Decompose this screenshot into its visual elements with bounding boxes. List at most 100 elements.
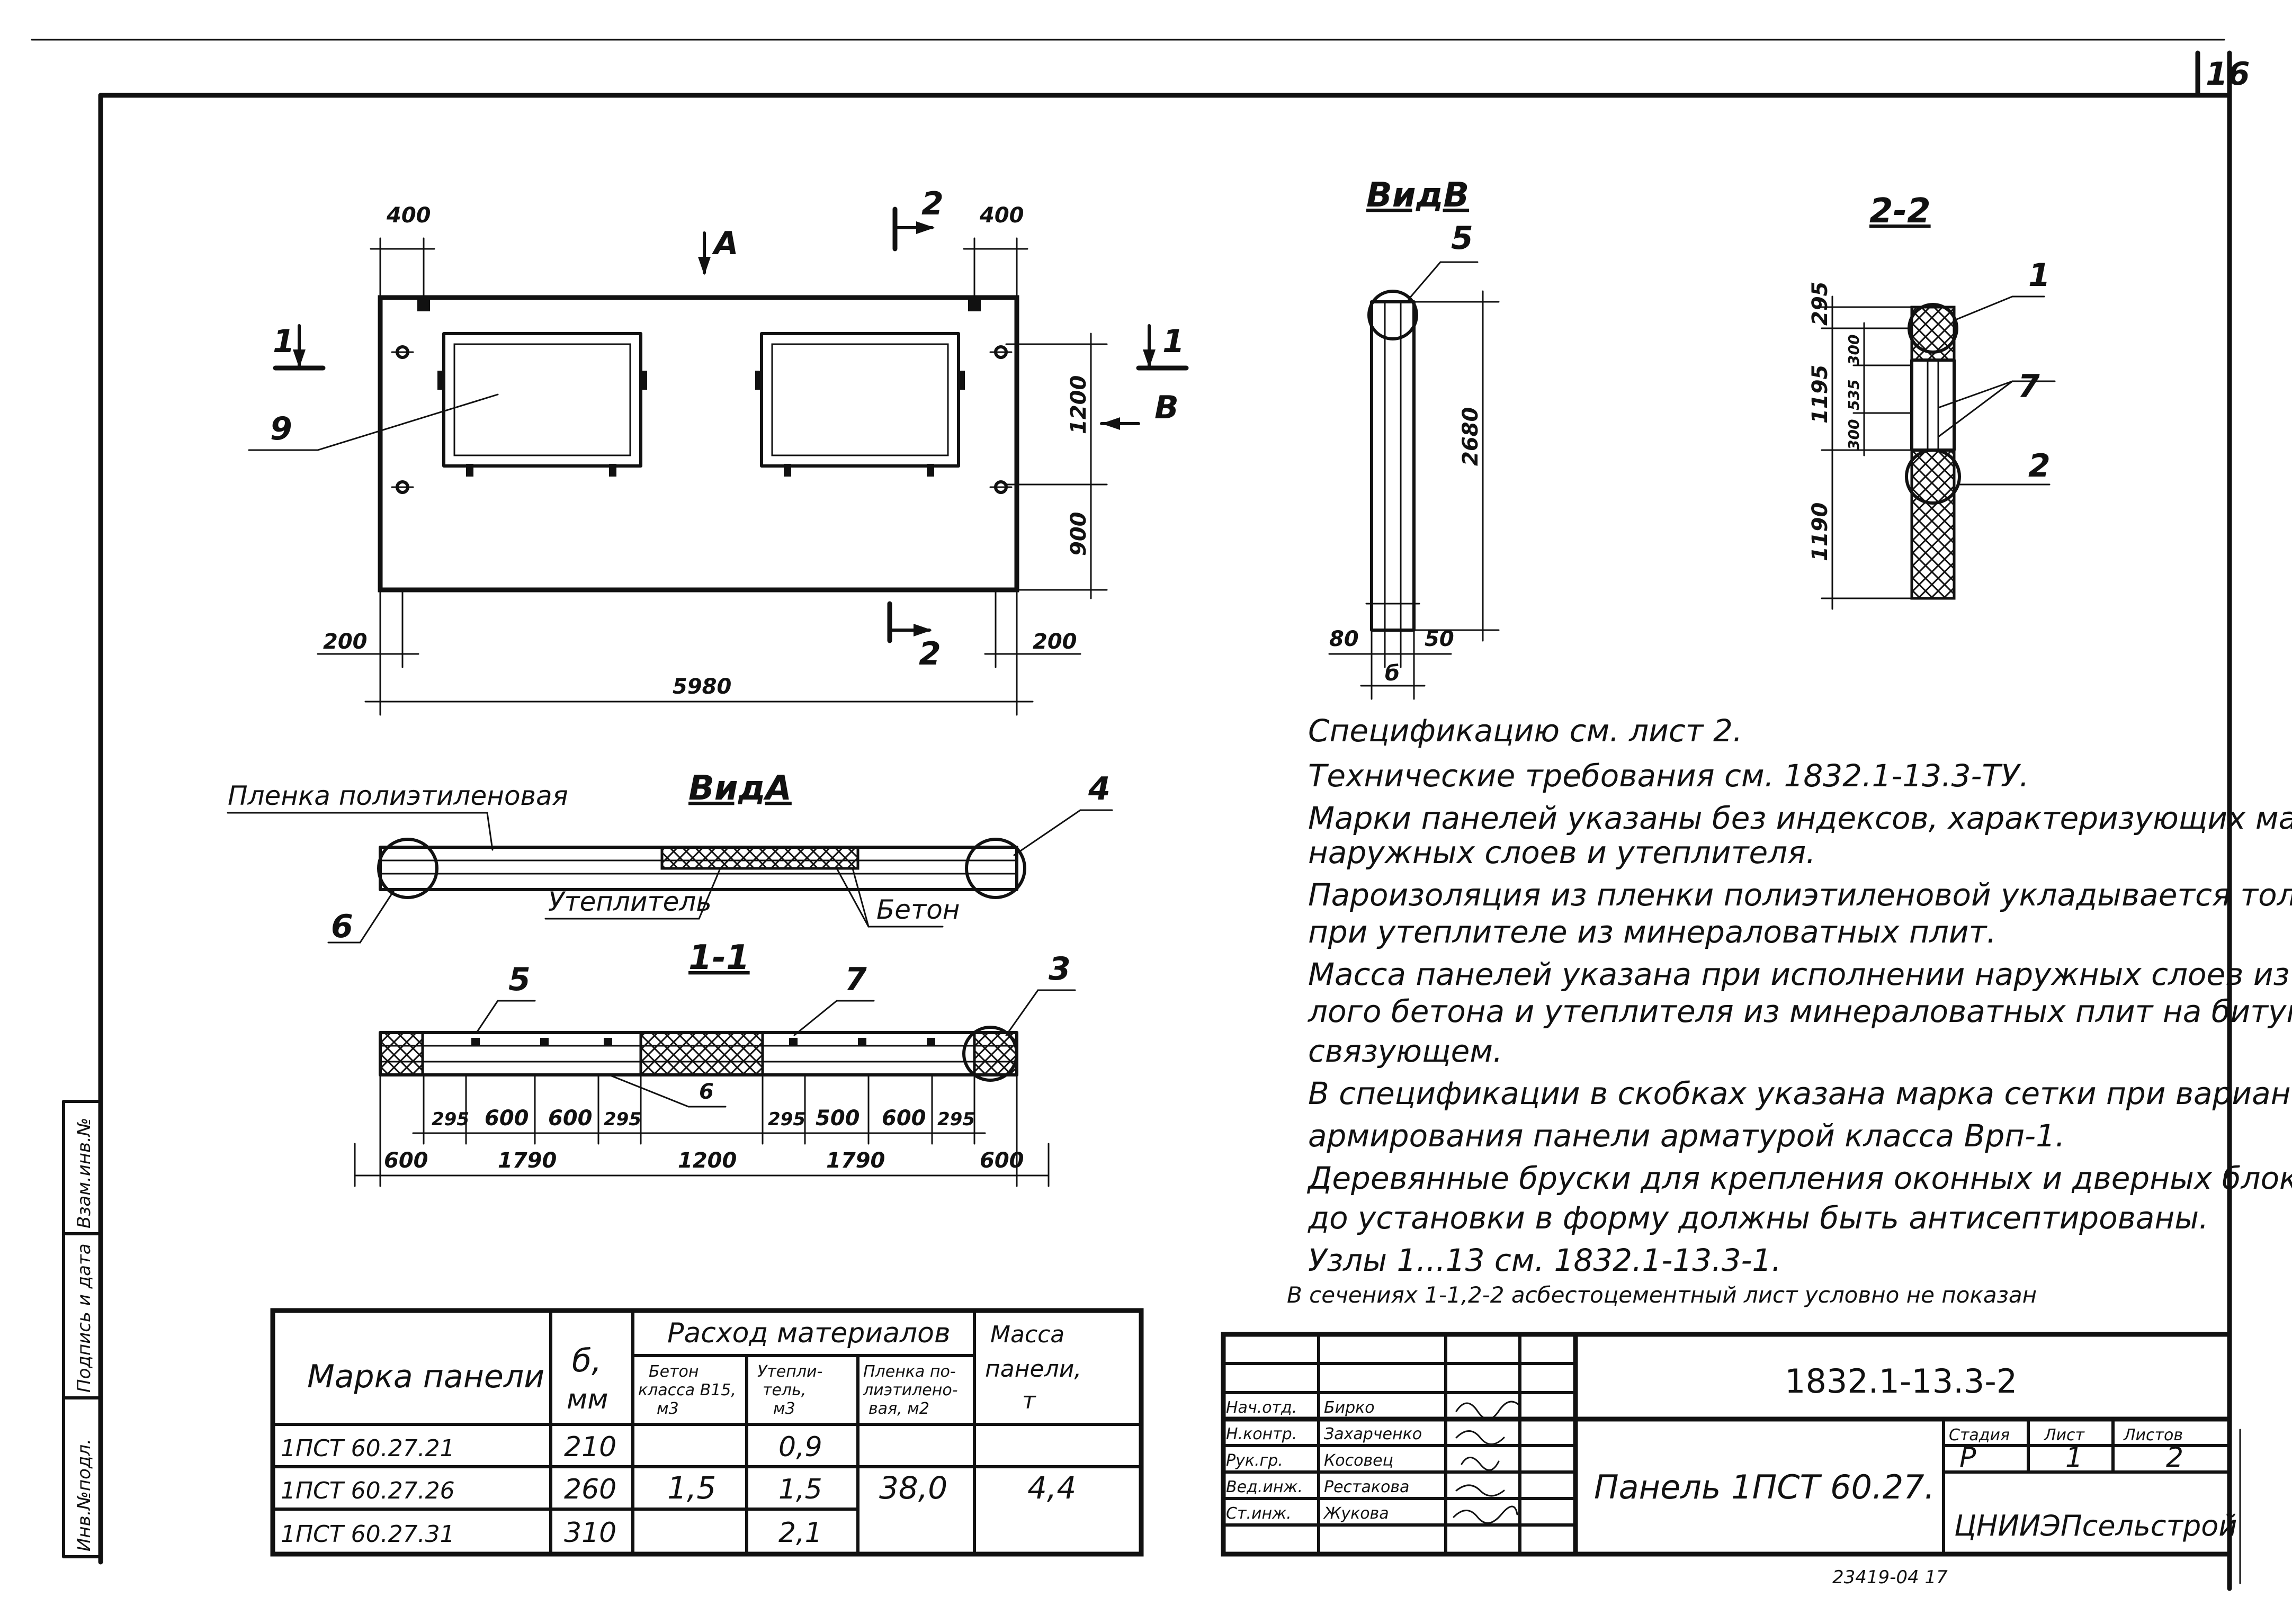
note-9: связующем. <box>1308 1033 1502 1069</box>
note-11: армирования панели арматурой класса Врп-… <box>1308 1118 2065 1154</box>
section-1-1-callout-3: 3 <box>1049 950 1071 988</box>
title-block-role-4: Вед.инж. <box>1226 1478 1303 1496</box>
side-stamp: Инв.№подл. Подпись и дата Взам.инв.№ <box>62 1100 102 1558</box>
section-1-1-title: 1-1 <box>688 938 750 977</box>
section-2-2-callout-1: 1 <box>2028 257 2051 294</box>
title-block-sheets-header: Листов <box>2123 1426 2183 1444</box>
title-block-stage-header: Стадия <box>1949 1426 2010 1444</box>
side-stamp-inv: Инв.№подл. <box>74 1439 95 1551</box>
table-header-mark: Марка панели <box>307 1358 544 1395</box>
section-1-1-dim-l2: 1790 <box>498 1149 557 1173</box>
lifting-loops <box>391 300 1013 494</box>
dim-left-top: 400 <box>386 203 431 228</box>
dim-right-bottom: 200 <box>1033 630 1077 654</box>
label-section-1-left: 1 <box>273 323 295 360</box>
section-1-1-dim-l3: 1200 <box>678 1149 737 1173</box>
view-b-callout: 5 <box>1451 220 1473 257</box>
table-header-mass-1: Масса <box>990 1321 1064 1348</box>
section-1-1-dim-s2: 600 <box>485 1106 529 1130</box>
section-2-2: 2-2 1 7 2 295 1195 300 535 300 1190 <box>1808 192 2056 610</box>
view-b-dim-left: 80 <box>1329 627 1359 651</box>
title-block-role-1: Нач.отд. <box>1226 1398 1297 1417</box>
label-section-2-bottom: 2 <box>919 635 941 672</box>
title-block-sheet-header: Лист <box>2044 1426 2085 1444</box>
view-a-callout-6: 6 <box>331 908 353 945</box>
section-1-1-callout-7: 7 <box>845 961 867 998</box>
section-2-2-title: 2-2 <box>1869 192 1931 231</box>
table-header-consumption: Расход материалов <box>667 1317 951 1349</box>
table-row-1-b: 210 <box>564 1431 616 1463</box>
table-header-mass-2: панели, <box>985 1356 1081 1383</box>
side-stamp-signature: Подпись и дата <box>74 1243 95 1393</box>
section-2-2-dim-1190: 1190 <box>1808 503 1832 561</box>
bottom-code: 23419-04 17 <box>1832 1567 1948 1588</box>
view-b-dim-thickness: б <box>1385 661 1400 686</box>
note-6: при утеплителе из минераловатных плит. <box>1308 914 1996 950</box>
note-4: наружных слоев и утеплителя. <box>1308 835 1816 871</box>
section-1-1: 1-1 5 7 3 6 <box>354 938 1076 1187</box>
table-header-insulation-2: тель, <box>763 1381 806 1399</box>
view-a-arrow: A <box>698 225 738 275</box>
table-mass-value: 4,4 <box>1027 1470 1076 1506</box>
dim-left-bottom: 200 <box>323 630 368 654</box>
table-header-film-1: Пленка по- <box>863 1362 956 1381</box>
view-b: ВидВ 5 2680 80 50 б <box>1328 176 1500 700</box>
note-8: лого бетона и утеплителя из минераловатн… <box>1308 993 2292 1029</box>
view-a-callout-4: 4 <box>1088 770 1111 807</box>
label-view-b: B <box>1154 389 1179 426</box>
section-2-2-callout-7: 7 <box>2018 368 2040 405</box>
table-row-3-mark: 1ПСТ 60.27.31 <box>281 1521 455 1548</box>
general-notes: Спецификацию см. лист 2. Технические тре… <box>1287 713 2292 1308</box>
window-opening-right <box>755 332 965 477</box>
section-1-1-dim-s5: 295 <box>768 1109 805 1130</box>
table-header-film-2: лиэтилено- <box>863 1381 958 1399</box>
dim-right-top: 400 <box>979 203 1024 228</box>
table-row-3-insulation: 2,1 <box>778 1517 822 1549</box>
note-3: Марки панелей указаны без индексов, хара… <box>1308 800 2292 836</box>
front-view: 400 400 1200 900 200 200 5980 1 <box>248 185 1189 716</box>
window-opening-left <box>437 332 647 477</box>
table-row-2-b: 260 <box>564 1474 616 1505</box>
table-header-concrete-1: Бетон <box>649 1362 699 1381</box>
section-2-2-dim-300a: 300 <box>1845 335 1863 365</box>
view-a-concrete-label: Бетон <box>876 894 960 925</box>
table-row-1-insulation: 0,9 <box>778 1431 822 1463</box>
view-b-arrow: B <box>1100 389 1179 430</box>
view-a-film-label: Пленка полиэтиленовая <box>228 780 568 811</box>
title-block-name-1: Бирко <box>1324 1398 1375 1417</box>
label-view-a: A <box>712 225 738 262</box>
note-15: В сечениях 1-1,2-2 асбестоцементный лист… <box>1287 1282 2037 1308</box>
table-row: 1ПСТ 60.27.31 310 2,1 <box>281 1517 822 1549</box>
title-block-code: 1832.1-13.3-2 <box>1785 1362 2017 1401</box>
section-1-1-dim-s6: 500 <box>816 1106 860 1130</box>
table-header-b-unit: мм <box>567 1384 608 1415</box>
section-1-1-dim-s3: 600 <box>548 1106 593 1130</box>
dim-window-height: 1200 <box>1067 375 1091 434</box>
table-header-insulation-3: м3 <box>773 1399 795 1418</box>
table-header-film-3: вая, м2 <box>869 1399 929 1418</box>
section-1-1-dims-small: 295 600 600 295 295 500 600 295 <box>412 1074 986 1145</box>
table-row: 1ПСТ 60.27.26 260 1,5 <box>281 1474 822 1505</box>
table-row: 1ПСТ 60.27.21 210 0,9 <box>281 1431 822 1463</box>
dim-bottom-height: 900 <box>1067 512 1091 557</box>
label-section-1-right: 1 <box>1162 323 1185 360</box>
section-1-1-dim-s8: 295 <box>937 1109 975 1130</box>
section-2-2-callout-2: 2 <box>2028 447 2051 484</box>
section-1-1-dim-l4: 1790 <box>826 1149 885 1173</box>
section-2-2-dim-295: 295 <box>1808 282 1832 326</box>
table-header-b: б, <box>572 1342 602 1379</box>
side-stamp-replace: Взам.инв.№ <box>74 1118 95 1228</box>
signature-marks <box>1453 1401 1521 1524</box>
section-1-1-dim-s1: 295 <box>432 1109 469 1130</box>
section-2-2-dim-1195: 1195 <box>1808 365 1832 424</box>
note-5: Пароизоляция из пленки полиэтиленовой ук… <box>1308 877 2292 913</box>
view-a-insulation-label: Утеплитель <box>548 886 712 917</box>
title-block-name-4: Рестакова <box>1324 1478 1409 1496</box>
callout-9: 9 <box>270 410 292 447</box>
table-header-insulation-1: Утепли- <box>757 1362 822 1381</box>
section-1-1-dim-s4: 295 <box>604 1109 641 1130</box>
section-1-marker-right: 1 <box>1136 323 1189 371</box>
title-block-role-5: Ст.инж. <box>1226 1504 1292 1523</box>
note-1: Спецификацию см. лист 2. <box>1308 713 1742 749</box>
